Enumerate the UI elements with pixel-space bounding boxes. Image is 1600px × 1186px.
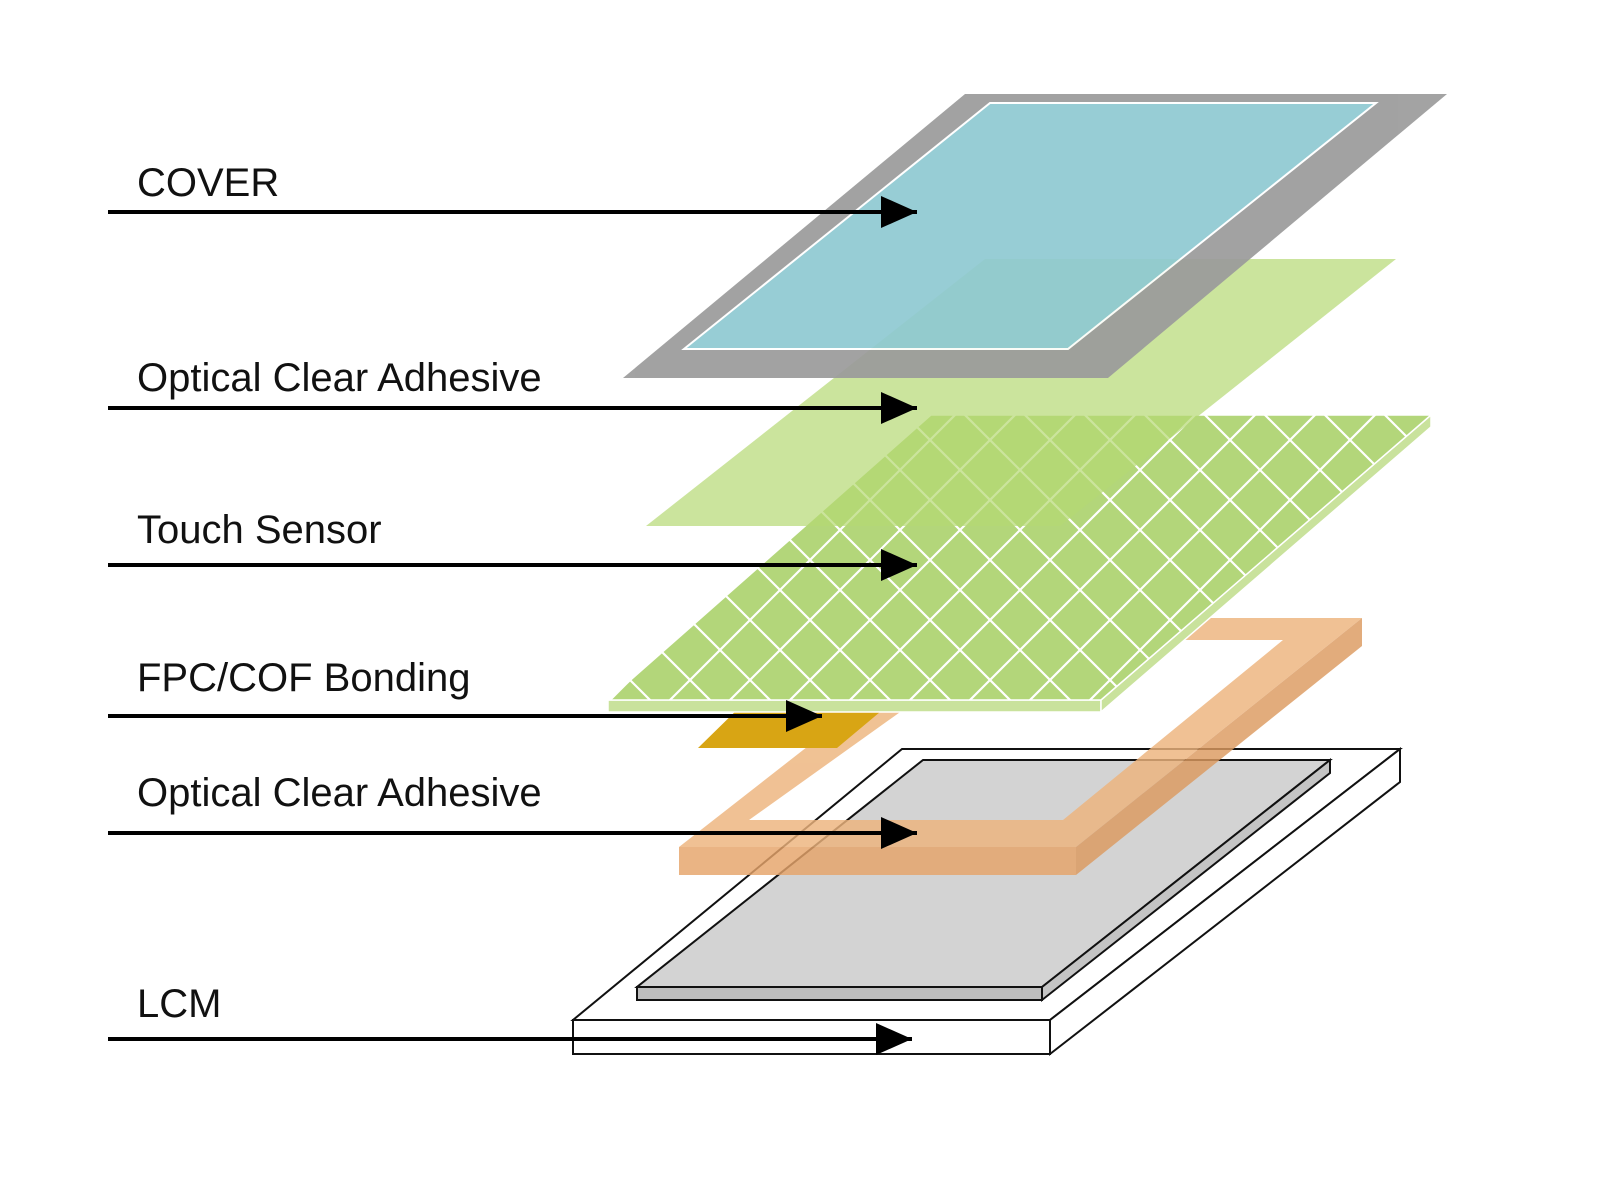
lcm-display-side	[1041, 757, 1331, 1003]
oca-top-sheet	[646, 259, 1396, 526]
sensor-grid-line	[0, 350, 360, 770]
label-touch-sensor: Touch Sensor	[108, 508, 917, 581]
sensor-grid-line	[1440, 350, 1600, 770]
sensor-grid-line	[1440, 350, 1600, 770]
sensor-grid-line	[959, 415, 1381, 700]
sensor-grid-line	[608, 415, 661, 700]
sensor-grid-line	[0, 350, 240, 770]
sensor-grid-line	[0, 350, 300, 770]
sensor-grid-line	[899, 415, 1321, 700]
sensor-grid-line	[0, 350, 300, 770]
label-lcm: LCM	[108, 982, 912, 1055]
sensor-grid-line	[120, 350, 540, 770]
sensor-grid-line	[1379, 415, 1431, 700]
sensor-grid-line	[0, 350, 180, 770]
sensor-grid-line	[1560, 350, 1600, 770]
sensor-grid-line	[1319, 415, 1431, 700]
lcm-frame-side	[1049, 746, 1401, 1057]
sensor-grid-line	[0, 350, 420, 770]
sensor-grid-line	[1019, 415, 1431, 700]
touch-sensor-label: Touch Sensor	[137, 508, 382, 552]
sensor-grid-line	[1500, 350, 1600, 770]
cover-label: COVER	[137, 161, 279, 205]
sensor-grid-line	[180, 350, 600, 770]
oca-bottom-side-edge	[1076, 618, 1362, 875]
oca-bottom-layer	[679, 618, 1362, 875]
sensor-grid-line	[120, 350, 540, 770]
sensor-grid-line	[1379, 415, 1431, 700]
sensor-grid-line	[0, 350, 120, 770]
lcm-display-front	[636, 986, 1043, 1001]
label-oca-top: Optical Clear Adhesive	[108, 356, 917, 424]
cover-glass	[681, 102, 1379, 350]
cover-layer	[623, 94, 1447, 378]
sensor-grid-line	[0, 350, 180, 770]
oca-bottom-ring	[679, 618, 1362, 847]
lcm-layer	[570, 746, 1403, 1057]
label-fpc-cof: FPC/COF Bonding	[108, 656, 822, 732]
sensor-grid-line	[60, 350, 480, 770]
sensor-grid-line	[0, 350, 60, 770]
oca-bottom-label: Optical Clear Adhesive	[137, 771, 542, 815]
sensor-grid-line	[1560, 350, 1600, 770]
fpc-cof-label: FPC/COF Bonding	[137, 656, 470, 700]
label-cover: COVER	[108, 161, 917, 228]
sensor-grid-line	[0, 350, 120, 770]
sensor-grid-line	[608, 415, 661, 700]
label-oca-bottom: Optical Clear Adhesive	[108, 771, 917, 849]
touch-sensor-front-edge	[607, 699, 1102, 713]
sensor-grid-line	[1259, 415, 1431, 700]
sensor-grid-line	[0, 350, 420, 770]
sensor-grid-line	[1259, 415, 1431, 700]
lcm-label: LCM	[137, 982, 221, 1026]
sensor-grid-line	[60, 350, 480, 770]
sensor-grid-line	[0, 350, 360, 770]
sensor-grid-line	[0, 350, 60, 770]
sensor-grid-line	[180, 350, 600, 770]
sensor-grid-line	[1500, 350, 1600, 770]
sensor-grid-line	[0, 350, 240, 770]
oca-bottom-front-edge	[679, 847, 1076, 875]
oca-top-label: Optical Clear Adhesive	[137, 356, 542, 400]
sensor-grid-line	[1319, 415, 1431, 700]
